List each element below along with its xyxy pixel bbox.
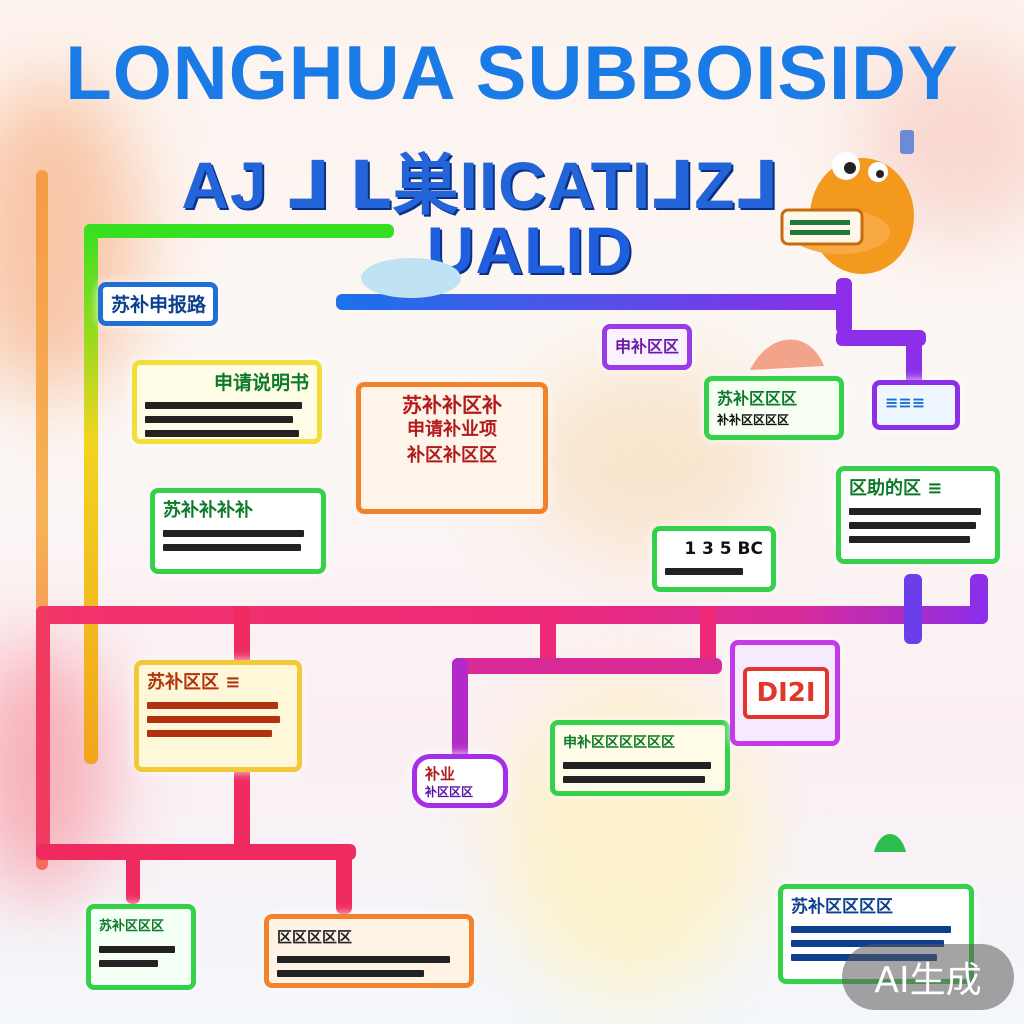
cloud-icon <box>361 258 461 298</box>
connector-line <box>836 278 852 334</box>
diagram-subtitle: AJ ⅃ 𝗟巣IICATI⅃Z⅃ <box>181 148 779 222</box>
diagram-title: LONGHUA SUBBOISIDY <box>65 31 959 116</box>
connector-line <box>452 658 722 674</box>
step-box: 苏补区区区 补补区区区区 <box>704 376 844 440</box>
step-box: DI2I <box>730 640 840 746</box>
step-box: ≡≡≡ <box>872 380 960 430</box>
connector-line <box>540 606 556 666</box>
connector-line <box>84 224 394 238</box>
step-box: 补业 补区区区 <box>412 754 508 808</box>
connector-line <box>84 224 98 764</box>
connector-line <box>836 330 926 346</box>
step-box: 苏补补区补 申请补业项 补区补区区 <box>356 382 548 514</box>
connector-line <box>970 574 988 624</box>
leaf-icon <box>874 834 906 852</box>
connector-line <box>700 606 716 666</box>
diagram-subtitle-line3: UALID <box>426 213 634 287</box>
step-box: 苏补区区 ≡ <box>134 660 302 772</box>
step-box: 1 3 5 BC <box>652 526 776 592</box>
connector-line <box>904 574 922 644</box>
ai-generated-badge: AI生成 <box>842 944 1014 1010</box>
connector-line <box>36 606 50 856</box>
step-box-label: DI2I <box>743 667 829 719</box>
connector-line <box>906 330 922 390</box>
connector-line <box>336 294 846 310</box>
step-box: 区助的区 ≡ <box>836 466 1000 564</box>
step-box: 申补区区区区区区 <box>550 720 730 796</box>
step-box: 申补区区 <box>602 324 692 370</box>
leaf-icon <box>750 339 824 370</box>
step-box: 申请说明书 <box>132 360 322 444</box>
mascot-illustration <box>780 130 914 274</box>
step-box: 区区区区区 <box>264 914 474 988</box>
background-wash <box>0 80 140 400</box>
step-box: 苏补申报路 <box>98 282 218 326</box>
connector-line <box>336 844 352 914</box>
connector-line <box>126 844 140 904</box>
connector-line <box>36 606 986 624</box>
connector-line <box>452 658 468 768</box>
step-box: 苏补区区区 <box>86 904 196 990</box>
step-box: 苏补补补补 <box>150 488 326 574</box>
connector-line <box>36 844 356 860</box>
